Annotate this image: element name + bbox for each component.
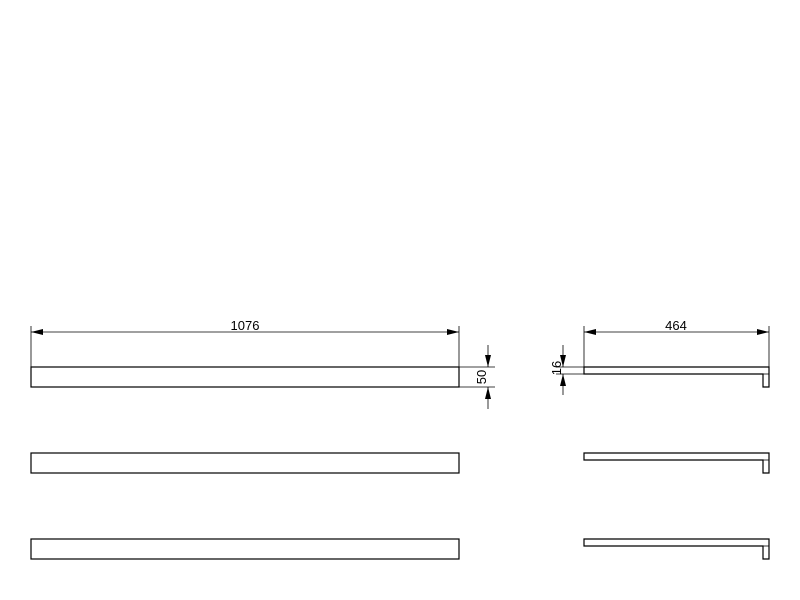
- height-arrow-bottom: [485, 387, 491, 399]
- thickness-arrow-bottom: [560, 374, 566, 386]
- height-arrow-top: [485, 355, 491, 367]
- depth-label: 464: [665, 318, 687, 333]
- side-view-outline-3: [583, 538, 770, 560]
- front-view-bar-1: [30, 366, 460, 388]
- height-dimension: 50: [459, 345, 495, 409]
- front-view-bar-2: [30, 452, 460, 474]
- length-dimension: 1076: [30, 318, 460, 367]
- length-label: 1076: [231, 318, 260, 333]
- height-label: 50: [474, 370, 489, 384]
- side-view-outline-2: [583, 452, 770, 474]
- side-view-profile-2: [583, 452, 770, 474]
- depth-arrow-right: [757, 329, 769, 335]
- length-arrow-left: [31, 329, 43, 335]
- thickness-dimension: 16: [549, 345, 584, 395]
- side-view-profile-3: [583, 538, 770, 560]
- thickness-arrow-top: [560, 355, 566, 367]
- front-views: [30, 366, 460, 560]
- length-arrow-right: [447, 329, 459, 335]
- front-view-bar-3: [30, 538, 460, 560]
- side-view-profile-1: [583, 366, 770, 388]
- thickness-label: 16: [549, 361, 564, 375]
- side-views: [583, 366, 770, 560]
- depth-dimension: 464: [583, 318, 770, 367]
- side-view-outline-1: [583, 366, 770, 388]
- depth-arrow-left: [584, 329, 596, 335]
